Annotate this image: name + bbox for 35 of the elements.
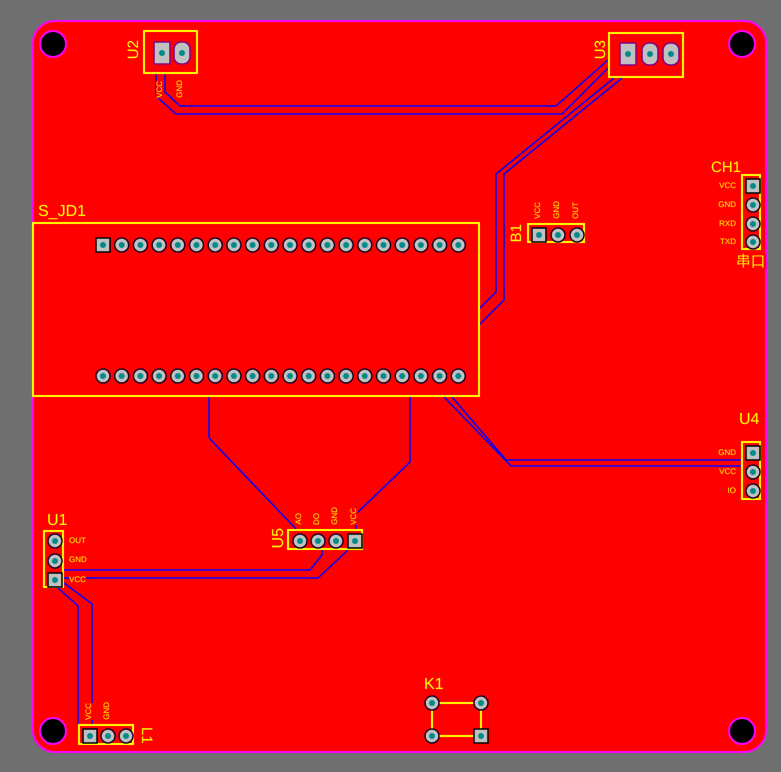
pin-label: AO (295, 513, 303, 525)
pin-label: GND (176, 80, 184, 98)
pin-label: GND (69, 556, 87, 564)
pin-label: TXD (720, 238, 736, 246)
circuit-trace (64, 582, 93, 724)
pin-label: VCC (719, 182, 736, 190)
pin-label: DO (313, 513, 321, 525)
circuit-trace (164, 59, 608, 107)
pin-label: GND (553, 201, 561, 219)
designator-label: U2 (126, 40, 141, 60)
pin-label: GND (718, 449, 736, 457)
pin-label: OUT (572, 202, 580, 219)
pin-label: VCC (534, 202, 542, 219)
pin-label: VCC (719, 468, 736, 476)
circuit-trace (208, 397, 297, 530)
pin-label: GND (718, 201, 736, 209)
designator-label: CH1 (711, 160, 742, 175)
circuit-trace (64, 550, 323, 571)
pin-label: GND (103, 702, 111, 720)
circuit-trace (64, 549, 349, 579)
circuit-trace (155, 67, 609, 115)
circuit-trace (355, 397, 411, 529)
designator-label: S_JD1 (38, 204, 86, 220)
pin-label: RXD (719, 220, 736, 228)
connector-caption: 串口 (736, 254, 766, 269)
circuit-trace (58, 587, 79, 724)
pin-label: VCC (69, 576, 86, 584)
pin-label: OUT (69, 537, 86, 545)
designator-label: B1 (509, 224, 524, 242)
pin-label: VCC (85, 703, 93, 720)
pin-label: GND (331, 507, 339, 525)
designator-label: U3 (593, 40, 608, 60)
pin-label: VCC (350, 508, 358, 525)
designator-label: L1 (139, 727, 154, 744)
pin-label: VCC (156, 81, 164, 98)
